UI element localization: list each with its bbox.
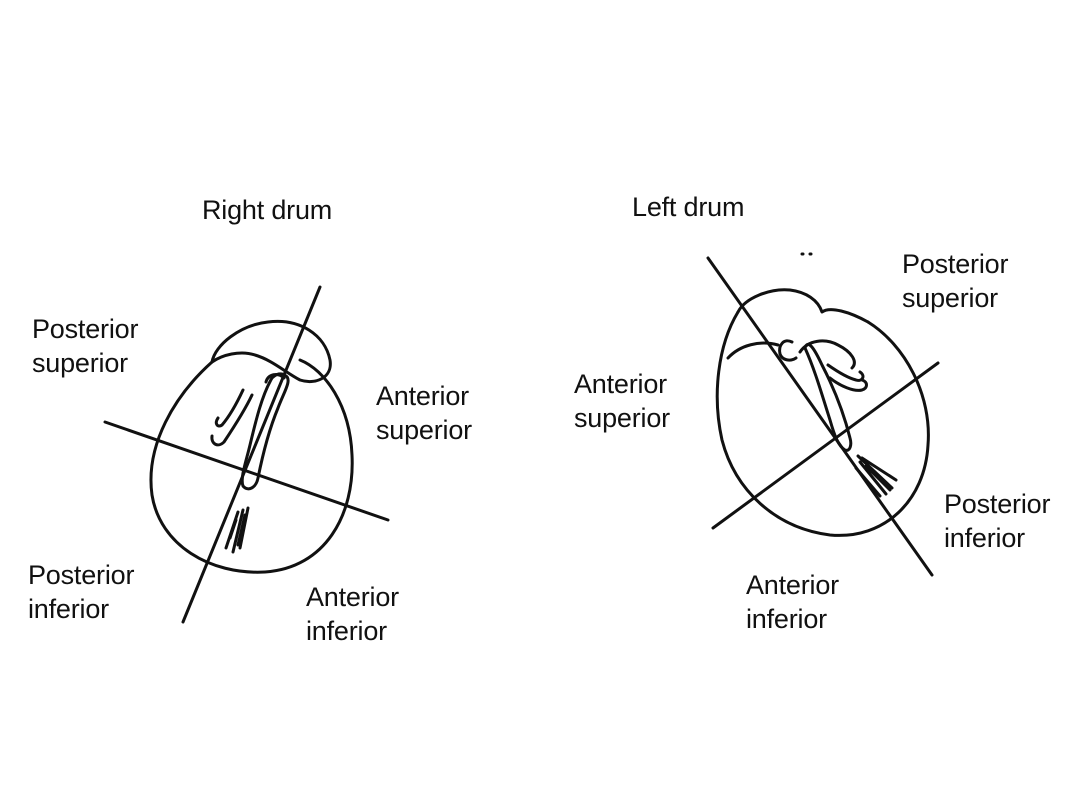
left-drum-attic-c <box>780 341 796 360</box>
left-drum-axis-cross <box>713 363 938 528</box>
left-drum-stapes-shadow <box>830 378 867 390</box>
left-drum-malleus <box>805 344 851 450</box>
right-drum-axis-cross <box>105 422 388 520</box>
right-drum-membrane <box>151 360 352 572</box>
left-drum-illustration <box>708 254 938 575</box>
right-drum-illustration <box>105 287 388 622</box>
left-drum-pars-flaccida <box>738 290 868 322</box>
left-drum-incus-shadow <box>828 365 863 380</box>
right-drum-light-reflex <box>226 508 248 552</box>
right-drum-pars-flaccida <box>212 321 330 381</box>
